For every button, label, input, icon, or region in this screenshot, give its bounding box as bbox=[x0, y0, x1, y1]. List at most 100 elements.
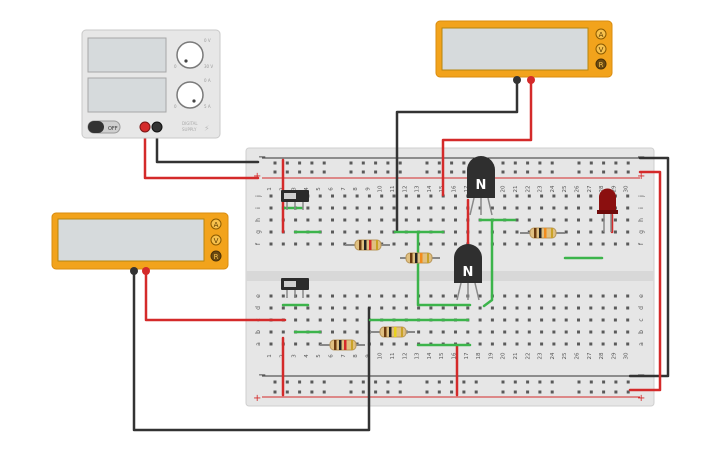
breadboard-hole[interactable] bbox=[540, 206, 544, 210]
breadboard-hole[interactable] bbox=[564, 294, 568, 298]
multimeter-left[interactable]: A V R bbox=[51, 212, 229, 275]
meter-probe-negative[interactable] bbox=[513, 76, 521, 84]
meter-probe-negative[interactable] bbox=[130, 267, 138, 275]
rail-hole[interactable] bbox=[361, 170, 365, 174]
breadboard-hole[interactable] bbox=[527, 242, 531, 246]
rail-hole[interactable] bbox=[398, 161, 402, 165]
breadboard-hole[interactable] bbox=[540, 330, 544, 334]
breadboard-hole[interactable] bbox=[343, 206, 347, 210]
npn-transistor[interactable]: N bbox=[454, 244, 482, 301]
rail-hole[interactable] bbox=[374, 170, 378, 174]
breadboard-hole[interactable] bbox=[540, 242, 544, 246]
rail-hole[interactable] bbox=[550, 390, 554, 394]
breadboard-hole[interactable] bbox=[613, 306, 617, 310]
breadboard-hole[interactable] bbox=[527, 194, 531, 198]
rail-hole[interactable] bbox=[298, 380, 302, 384]
rail-hole[interactable] bbox=[450, 380, 454, 384]
breadboard-hole[interactable] bbox=[613, 230, 617, 234]
rail-hole[interactable] bbox=[273, 390, 277, 394]
rail-hole[interactable] bbox=[526, 170, 530, 174]
rail-hole[interactable] bbox=[538, 170, 542, 174]
breadboard-hole[interactable] bbox=[564, 306, 568, 310]
breadboard-hole[interactable] bbox=[613, 342, 617, 346]
breadboard-hole[interactable] bbox=[490, 342, 494, 346]
rail-hole[interactable] bbox=[577, 380, 581, 384]
breadboard-hole[interactable] bbox=[281, 294, 285, 298]
breadboard-hole[interactable] bbox=[540, 218, 544, 222]
breadboard-hole[interactable] bbox=[478, 342, 482, 346]
wire-green-jumper[interactable] bbox=[482, 218, 494, 308]
breadboard-hole[interactable] bbox=[404, 306, 408, 310]
rail-hole[interactable] bbox=[386, 390, 390, 394]
breadboard-hole[interactable] bbox=[392, 194, 396, 198]
rail-hole[interactable] bbox=[450, 170, 454, 174]
breadboard-hole[interactable] bbox=[626, 342, 630, 346]
rail-hole[interactable] bbox=[538, 161, 542, 165]
rail-hole[interactable] bbox=[349, 170, 353, 174]
rail-hole[interactable] bbox=[386, 380, 390, 384]
breadboard-hole[interactable] bbox=[527, 342, 531, 346]
ammeter-button[interactable]: A bbox=[595, 28, 607, 40]
breadboard-hole[interactable] bbox=[380, 342, 384, 346]
rail-hole[interactable] bbox=[374, 380, 378, 384]
rail-hole[interactable] bbox=[526, 380, 530, 384]
breadboard-hole[interactable] bbox=[355, 218, 359, 222]
breadboard-hole[interactable] bbox=[306, 294, 310, 298]
rail-hole[interactable] bbox=[349, 390, 353, 394]
rail-hole[interactable] bbox=[474, 380, 478, 384]
breadboard-hole[interactable] bbox=[441, 242, 445, 246]
wire-red-supply-plus[interactable] bbox=[143, 126, 260, 180]
breadboard-hole[interactable] bbox=[380, 306, 384, 310]
breadboard-hole[interactable] bbox=[429, 330, 433, 334]
breadboard-hole[interactable] bbox=[269, 230, 273, 234]
breadboard-hole[interactable] bbox=[343, 306, 347, 310]
rail-hole[interactable] bbox=[285, 170, 289, 174]
breadboard-hole[interactable] bbox=[343, 242, 347, 246]
rail-hole[interactable] bbox=[437, 390, 441, 394]
breadboard-hole[interactable] bbox=[577, 218, 580, 222]
breadboard-hole[interactable] bbox=[392, 206, 396, 210]
rail-hole[interactable] bbox=[614, 161, 618, 165]
breadboard-hole[interactable] bbox=[318, 242, 322, 246]
rail-hole[interactable] bbox=[322, 390, 326, 394]
rail-hole[interactable] bbox=[626, 170, 630, 174]
rail-hole[interactable] bbox=[538, 380, 542, 384]
rail-hole[interactable] bbox=[589, 170, 593, 174]
breadboard-hole[interactable] bbox=[318, 206, 322, 210]
breadboard-hole[interactable] bbox=[392, 218, 396, 222]
breadboard-hole[interactable] bbox=[454, 206, 457, 210]
rail-hole[interactable] bbox=[513, 380, 517, 384]
breadboard-hole[interactable] bbox=[589, 318, 593, 322]
rail-hole[interactable] bbox=[285, 390, 289, 394]
breadboard-hole[interactable] bbox=[404, 206, 408, 210]
npn-transistor[interactable]: N bbox=[467, 156, 495, 216]
breadboard-hole[interactable] bbox=[306, 206, 310, 210]
rail-hole[interactable] bbox=[462, 380, 466, 384]
breadboard-hole[interactable] bbox=[367, 206, 371, 210]
wire-black-supply-minus[interactable] bbox=[155, 126, 260, 164]
breadboard-hole[interactable] bbox=[601, 218, 605, 222]
wire-red-top-meter[interactable] bbox=[441, 78, 533, 197]
breadboard-hole[interactable] bbox=[429, 294, 433, 298]
red-led[interactable] bbox=[597, 188, 618, 233]
rail-hole[interactable] bbox=[310, 161, 314, 165]
breadboard-hole[interactable] bbox=[331, 318, 334, 322]
breadboard-hole[interactable] bbox=[601, 242, 605, 246]
breadboard-hole[interactable] bbox=[281, 306, 285, 310]
rail-hole[interactable] bbox=[285, 380, 289, 384]
breadboard-hole[interactable] bbox=[527, 330, 531, 334]
breadboard-hole[interactable] bbox=[454, 194, 457, 198]
power-supply[interactable]: 0 V 30 V 0 0 A 5 A 0 OFF DIGITAL SUPPLY … bbox=[81, 29, 221, 139]
breadboard-hole[interactable] bbox=[281, 330, 285, 334]
breadboard-hole[interactable] bbox=[613, 330, 617, 334]
breadboard-hole[interactable] bbox=[441, 218, 445, 222]
breadboard-hole[interactable] bbox=[355, 330, 359, 334]
breadboard-hole[interactable] bbox=[601, 318, 605, 322]
breadboard-hole[interactable] bbox=[589, 306, 593, 310]
rail-hole[interactable] bbox=[322, 161, 326, 165]
breadboard-hole[interactable] bbox=[355, 206, 359, 210]
breadboard-hole[interactable] bbox=[417, 194, 421, 198]
breadboard-hole[interactable] bbox=[503, 330, 507, 334]
breadboard-hole[interactable] bbox=[564, 242, 568, 246]
breadboard-hole[interactable] bbox=[564, 318, 568, 322]
